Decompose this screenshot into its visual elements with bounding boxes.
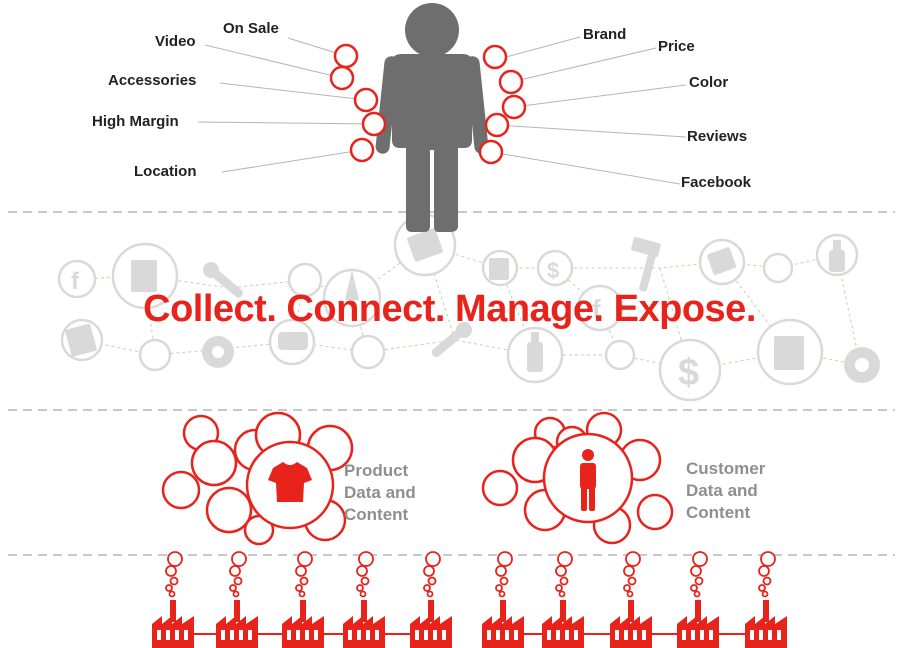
- product-caption-line3: Content: [344, 505, 409, 524]
- document-icon: [489, 258, 509, 280]
- factory-icon: [343, 551, 385, 648]
- customer-data-cloud: [481, 411, 674, 545]
- hammer-icon: [631, 237, 661, 292]
- t-shirt-icon: [268, 462, 312, 502]
- tagline: Collect. Connect. Manage. Expose.: [143, 288, 756, 330]
- document-icon: [131, 260, 157, 292]
- bottle-icon: [527, 240, 845, 372]
- person-figure: [375, 3, 489, 232]
- customer-cloud-caption: Customer Data and Content: [686, 458, 765, 524]
- factory-icon: [216, 551, 258, 648]
- label-video: Video: [155, 33, 196, 50]
- label-on-sale: On Sale: [223, 20, 279, 37]
- facebook-icon: f: [592, 294, 601, 324]
- factory-icon: [482, 551, 524, 648]
- product-cloud-caption: Product Data and Content: [344, 460, 416, 526]
- label-facebook: Facebook: [681, 174, 752, 191]
- customer-caption-line2: Data and: [686, 481, 758, 500]
- wrench-icon: [203, 262, 244, 298]
- label-location: Location: [134, 163, 197, 180]
- dollar-icon: $: [678, 352, 699, 394]
- label-accessories: Accessories: [108, 72, 197, 89]
- factory-icon: [677, 551, 719, 648]
- factory-icon: [282, 551, 324, 648]
- customer-caption-line1: Customer: [686, 459, 766, 478]
- label-brand: Brand: [583, 26, 627, 43]
- product-caption-line1: Product: [344, 461, 409, 480]
- factory-icon: [152, 551, 194, 648]
- product-caption-line2: Data and: [344, 483, 416, 502]
- product-data-cloud: [161, 411, 354, 546]
- label-color: Color: [689, 74, 729, 91]
- factory-icon: [610, 551, 652, 648]
- factory-icon: [410, 551, 452, 648]
- factory-row: [152, 551, 787, 648]
- factory-icon: [542, 551, 584, 648]
- tower-icon: [345, 270, 359, 300]
- attribute-circles: [329, 43, 527, 165]
- wrench-icon: [431, 322, 472, 358]
- factory-icon: [745, 551, 787, 648]
- film-icon: [65, 228, 737, 357]
- chat-icon: [278, 332, 308, 350]
- callout-lines: [197, 36, 687, 185]
- connection-network: f $ $ f: [57, 213, 880, 402]
- person-icon: [580, 449, 596, 511]
- label-high-margin: High Margin: [92, 113, 179, 130]
- dollar-icon: $: [547, 258, 559, 283]
- customer-caption-line3: Content: [686, 503, 751, 522]
- document-icon: [774, 336, 804, 370]
- label-reviews: Reviews: [687, 128, 748, 145]
- label-price: Price: [658, 38, 695, 55]
- facebook-icon: f: [71, 268, 80, 295]
